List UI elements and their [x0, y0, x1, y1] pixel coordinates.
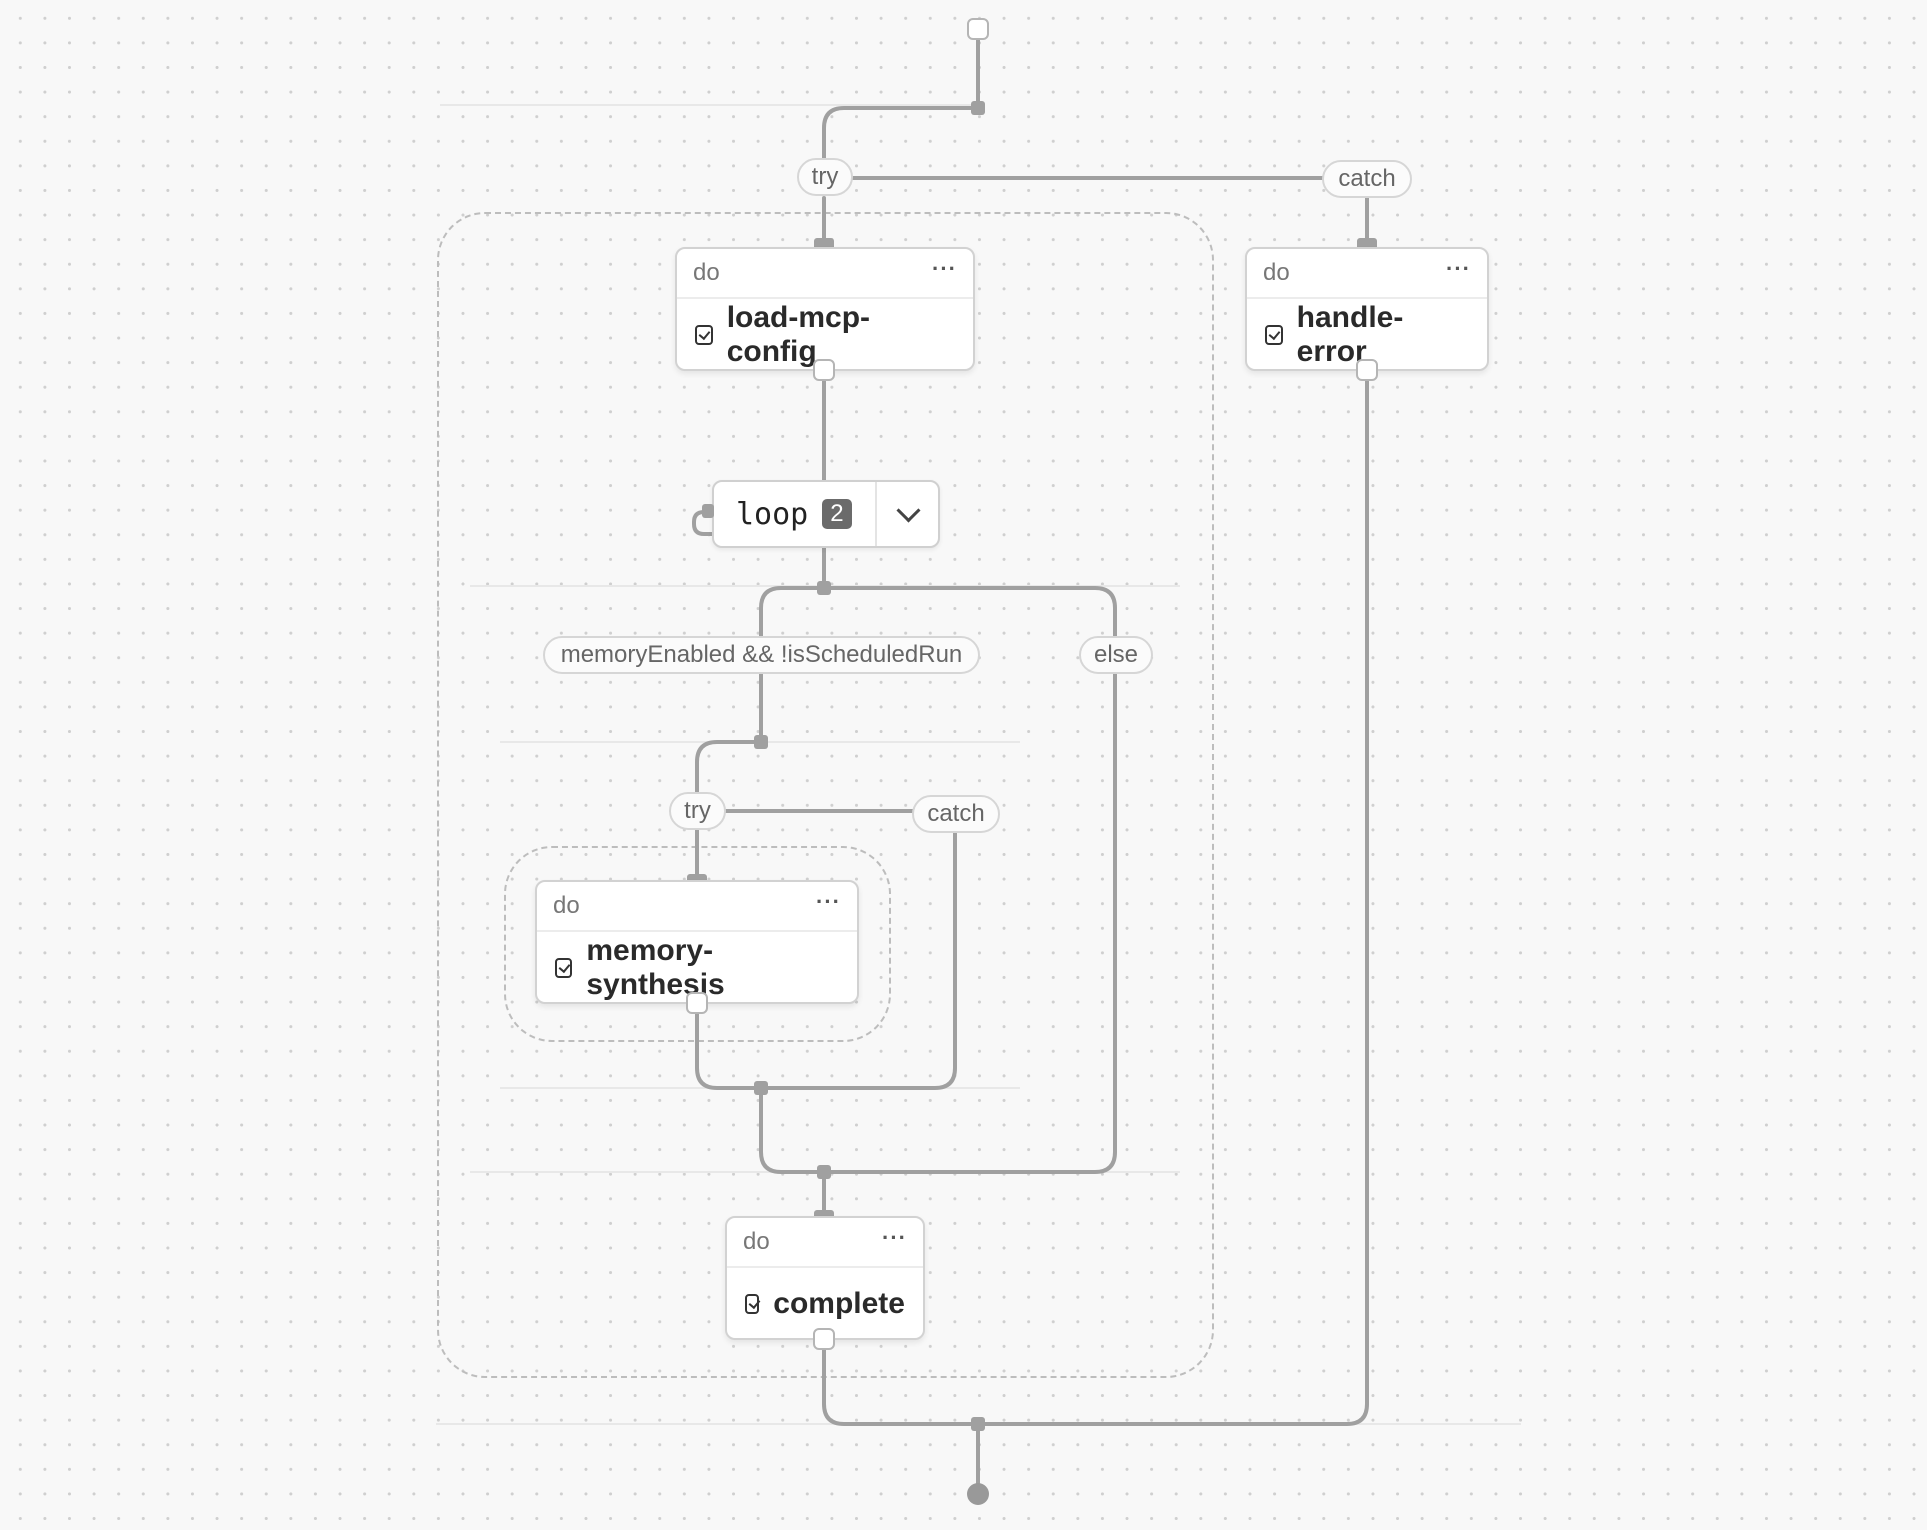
node-complete[interactable]: do ··· complete [725, 1216, 925, 1340]
condition-label[interactable]: memoryEnabled && !isScheduledRun [543, 636, 980, 674]
loop-divider [875, 482, 877, 546]
edge-inner-split [695, 740, 763, 794]
node-kind: do [553, 892, 580, 919]
edge-split-else [822, 586, 1117, 638]
node-name: memory-synthesis [586, 934, 725, 1001]
synthesis-output-port[interactable] [686, 992, 708, 1014]
edge-error-to-end [976, 368, 1369, 1426]
more-horizontal-icon[interactable]: ··· [882, 1225, 907, 1250]
check-square-icon [695, 325, 713, 345]
inner-catch-label[interactable]: catch [912, 795, 1000, 833]
branch-join-handle [817, 1165, 831, 1179]
edge-to-try [822, 106, 980, 164]
loop-back-handle [702, 504, 714, 518]
guide-line [440, 104, 985, 106]
chevron-down-icon[interactable] [896, 498, 921, 523]
end-port[interactable] [967, 1483, 989, 1505]
catch-label[interactable]: catch [1322, 160, 1412, 198]
branch-split-handle [817, 581, 831, 595]
complete-output-port[interactable] [813, 1328, 835, 1350]
final-join-handle [971, 1417, 985, 1431]
edge-split-condition [759, 586, 826, 638]
try-label[interactable]: try [797, 158, 853, 196]
node-kind: do [693, 259, 720, 286]
start-port[interactable] [967, 18, 989, 40]
loop-node[interactable]: loop 2 [712, 480, 940, 548]
more-horizontal-icon[interactable]: ··· [1446, 256, 1471, 281]
else-label[interactable]: else [1079, 636, 1153, 674]
check-square-icon [555, 958, 573, 978]
check-square-icon [1265, 325, 1283, 345]
config-input-handle [814, 238, 834, 248]
inner-split-handle [754, 735, 768, 749]
loop-label: loop [736, 496, 809, 532]
node-kind: do [743, 1228, 770, 1255]
node-kind: do [1263, 259, 1290, 286]
error-input-handle [1357, 238, 1377, 248]
node-name: load-mcp-config [726, 301, 871, 368]
node-body: load-mcp-config [677, 299, 973, 371]
error-output-port[interactable] [1356, 359, 1378, 381]
edge-inner-join-down [759, 1086, 826, 1174]
more-horizontal-icon[interactable]: ··· [932, 256, 957, 281]
edge-synthesis-to-join [695, 1001, 763, 1090]
check-square-icon [745, 1294, 760, 1314]
more-horizontal-icon[interactable]: ··· [816, 889, 841, 914]
edge-else-down [822, 672, 1117, 1174]
node-handle-error[interactable]: do ··· handle-error [1245, 247, 1489, 371]
synthesis-input-handle [687, 874, 707, 884]
node-body: handle-error [1247, 299, 1487, 371]
node-memory-synthesis[interactable]: do ··· memory-synthesis [535, 880, 859, 1004]
node-header: do ··· [1247, 249, 1487, 299]
node-header: do ··· [727, 1218, 923, 1268]
node-header: do ··· [537, 882, 857, 932]
node-header: do ··· [677, 249, 973, 299]
node-body: complete [727, 1268, 923, 1340]
edge-complete-to-end [822, 1338, 980, 1426]
node-name: complete [773, 1287, 905, 1320]
node-load-mcp-config[interactable]: do ··· load-mcp-config [675, 247, 975, 371]
loop-count-badge: 2 [822, 499, 852, 529]
inner-join-handle [754, 1081, 768, 1095]
split-handle [971, 101, 985, 115]
inner-try-label[interactable]: try [669, 792, 726, 830]
edge-catch-to-join [759, 831, 957, 1090]
node-name: handle-error [1296, 301, 1404, 368]
edge-loop-back [692, 510, 714, 536]
complete-input-handle [814, 1210, 834, 1220]
config-output-port[interactable] [813, 359, 835, 381]
